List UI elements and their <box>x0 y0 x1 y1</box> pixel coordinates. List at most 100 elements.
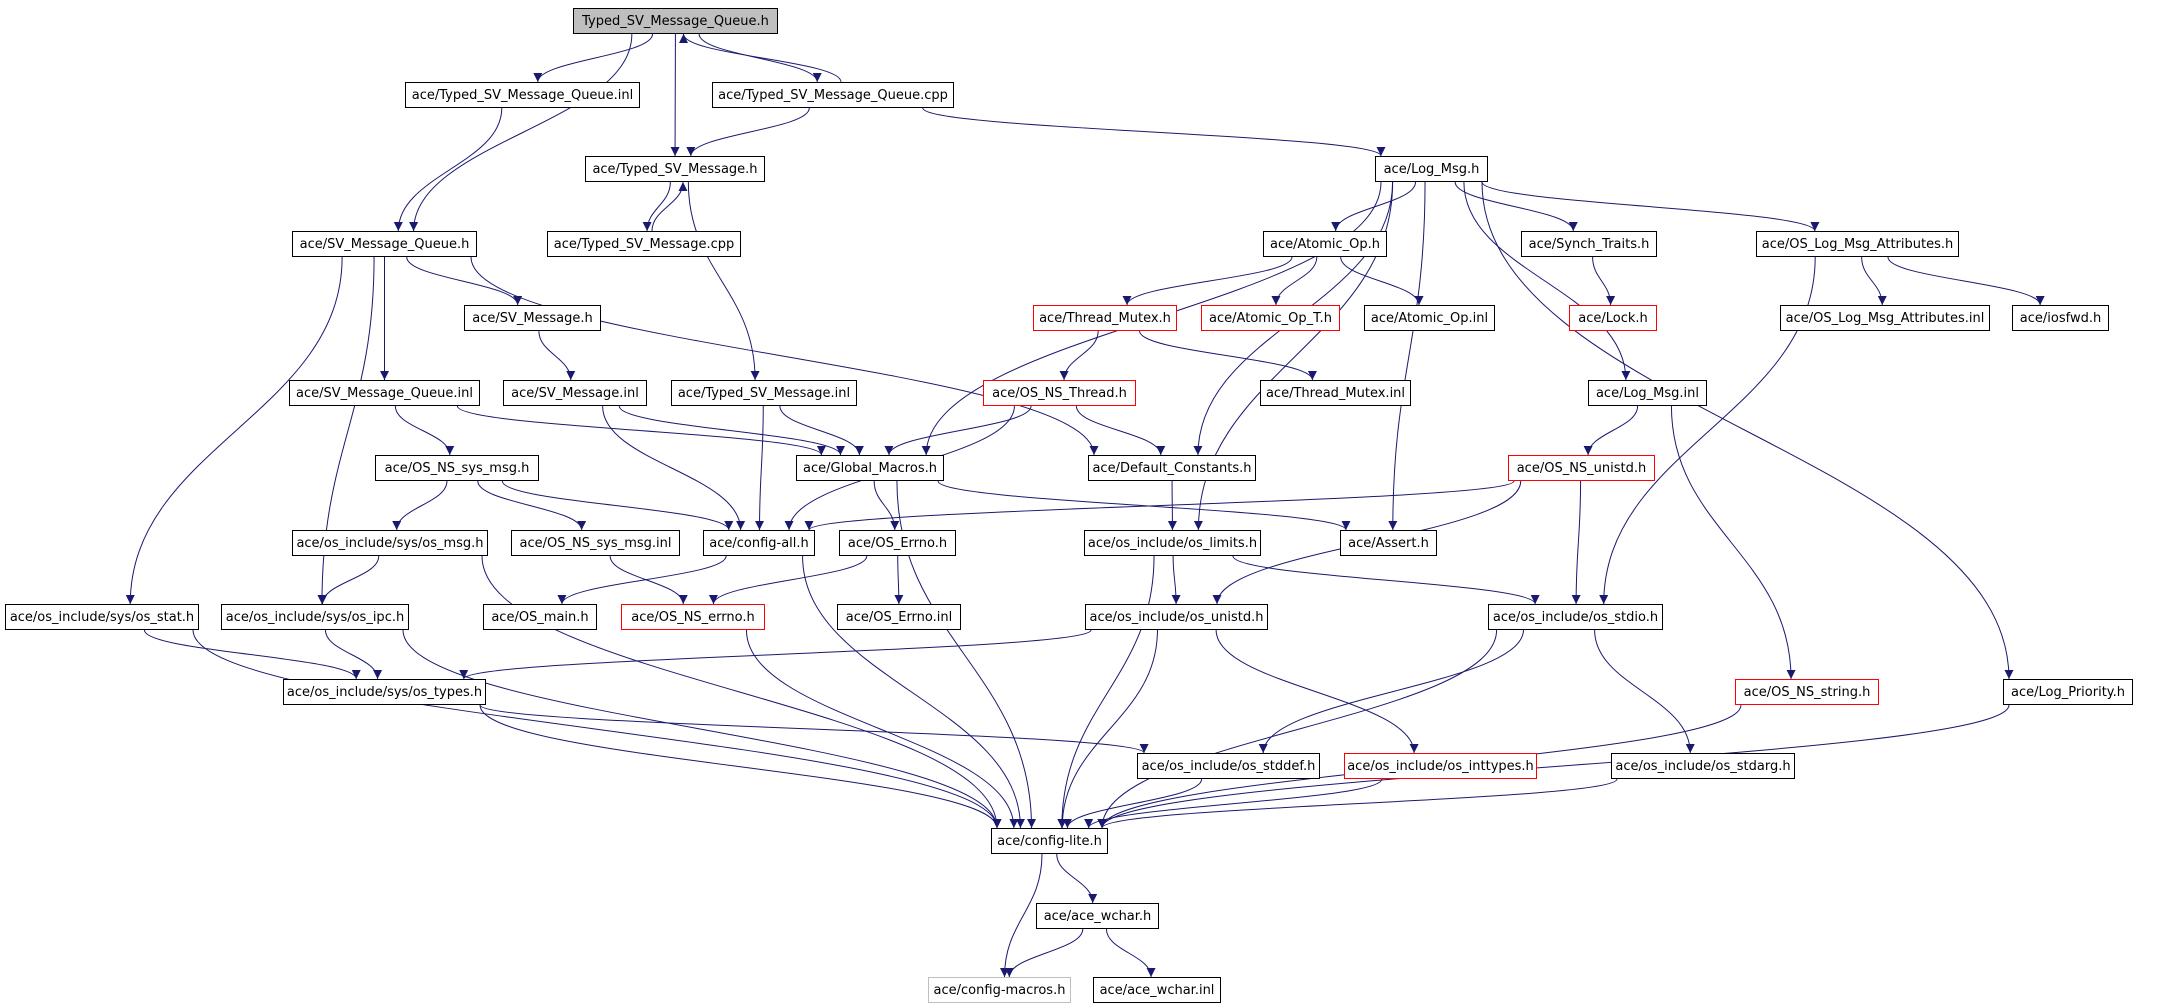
graph-node-typed-sv-message-queue-h[interactable]: Typed_SV_Message_Queue.h <box>573 8 778 34</box>
graph-node-label: ace/Synch_Traits.h <box>1528 236 1650 252</box>
graph-node-label: ace/iosfwd.h <box>2019 310 2102 326</box>
dependency-edge <box>602 405 746 531</box>
graph-node-ace-sv-message-inl[interactable]: ace/SV_Message.inl <box>503 380 647 406</box>
graph-node-ace-os-ns-errno-h[interactable]: ace/OS_NS_errno.h <box>621 604 765 630</box>
graph-node-ace-sv-message-queue-inl[interactable]: ace/SV_Message_Queue.inl <box>289 380 480 406</box>
dependency-edge <box>1271 256 1318 306</box>
graph-node-ace-ace-wchar-h[interactable]: ace/ace_wchar.h <box>1036 903 1159 929</box>
graph-node-ace-os-errno-inl[interactable]: ace/OS_Errno.inl <box>837 604 961 630</box>
graph-node-ace-typed-sv-message-cpp[interactable]: ace/Typed_SV_Message.cpp <box>547 231 741 257</box>
graph-node-label: ace/os_include/os_stddef.h <box>1141 758 1316 774</box>
graph-node-label: ace/OS_NS_Thread.h <box>992 385 1127 401</box>
graph-node-label: ace/OS_NS_errno.h <box>631 609 755 625</box>
dependency-edge <box>1097 629 1498 829</box>
graph-node-ace-default-constants-h[interactable]: ace/Default_Constants.h <box>1088 455 1256 481</box>
graph-node-ace-os-ns-string-h[interactable]: ace/OS_NS_string.h <box>1735 679 1879 705</box>
graph-node-label: ace/OS_Errno.inl <box>845 609 953 625</box>
graph-node-ace-ace-wchar-inl[interactable]: ace/ace_wchar.inl <box>1093 977 1221 1003</box>
graph-node-ace-os-include-os-unistd-h[interactable]: ace/os_include/os_unistd.h <box>1085 604 1268 630</box>
graph-node-ace-global-macros-h[interactable]: ace/Global_Macros.h <box>796 455 944 481</box>
dependency-edge <box>1258 629 1524 754</box>
dependency-edge <box>1670 405 1796 680</box>
graph-node-label: ace/Thread_Mutex.inl <box>1265 385 1406 401</box>
graph-node-ace-atomic-op-inl[interactable]: ace/Atomic_Op.inl <box>1364 305 1495 331</box>
graph-node-ace-log-msg-h[interactable]: ace/Log_Msg.h <box>1375 156 1488 182</box>
dependency-edge <box>125 256 343 605</box>
graph-node-label: ace/OS_NS_sys_msg.inl <box>519 535 672 551</box>
graph-node-label: ace/os_include/os_unistd.h <box>1089 609 1264 625</box>
dependency-edge <box>1057 629 1158 829</box>
graph-node-ace-os-ns-unistd-h[interactable]: ace/OS_NS_unistd.h <box>1508 455 1655 481</box>
dependency-edge <box>618 405 845 456</box>
graph-node-ace-os-log-msg-attributes-inl[interactable]: ace/OS_Log_Msg_Attributes.inl <box>1780 305 1990 331</box>
graph-node-label: ace/Typed_SV_Message_Queue.cpp <box>718 87 948 103</box>
graph-node-label: ace/SV_Message_Queue.inl <box>296 385 473 401</box>
dependency-edge <box>804 480 1515 531</box>
graph-node-label: ace/OS_Log_Msg_Attributes.inl <box>1785 310 1985 326</box>
dependency-edge <box>501 480 734 531</box>
graph-node-ace-os-include-os-stddef-h[interactable]: ace/os_include/os_stddef.h <box>1137 753 1320 779</box>
dependency-edge <box>393 107 503 232</box>
graph-node-ace-os-main-h[interactable]: ace/OS_main.h <box>483 604 597 630</box>
dependency-edge <box>679 33 842 83</box>
graph-node-ace-log-priority-h[interactable]: ace/Log_Priority.h <box>2003 679 2133 705</box>
graph-node-ace-sv-message-h[interactable]: ace/SV_Message.h <box>464 305 601 331</box>
graph-node-label: ace/Typed_SV_Message.cpp <box>553 236 735 252</box>
graph-node-label: ace/OS_Errno.h <box>847 535 948 551</box>
graph-node-ace-os-include-os-limits-h[interactable]: ace/os_include/os_limits.h <box>1084 530 1261 556</box>
graph-node-label: ace/os_include/os_stdio.h <box>1492 609 1659 625</box>
graph-node-ace-thread-mutex-h[interactable]: ace/Thread_Mutex.h <box>1033 305 1177 331</box>
graph-node-ace-sv-message-queue-h[interactable]: ace/SV_Message_Queue.h <box>292 231 477 257</box>
graph-node-label: ace/os_include/sys/os_types.h <box>286 684 483 700</box>
graph-node-ace-os-include-sys-os-types-h[interactable]: ace/os_include/sys/os_types.h <box>283 679 486 705</box>
graph-node-ace-os-include-sys-os-ipc-h[interactable]: ace/os_include/sys/os_ipc.h <box>221 604 409 630</box>
graph-node-ace-synch-traits-h[interactable]: ace/Synch_Traits.h <box>1521 231 1657 257</box>
graph-node-ace-os-include-os-stdio-h[interactable]: ace/os_include/os_stdio.h <box>1488 604 1663 630</box>
graph-node-ace-atomic-op-h[interactable]: ace/Atomic_Op.h <box>1263 231 1387 257</box>
dependency-edge <box>1861 256 1887 306</box>
graph-node-ace-os-ns-sys-msg-h[interactable]: ace/OS_NS_sys_msg.h <box>375 455 539 481</box>
dependency-edge <box>873 480 900 531</box>
graph-node-ace-log-msg-inl[interactable]: ace/Log_Msg.inl <box>1588 380 1707 406</box>
dependency-edge <box>686 107 810 157</box>
graph-node-ace-os-include-os-inttypes-h[interactable]: ace/os_include/os_inttypes.h <box>1344 753 1537 779</box>
graph-node-ace-config-lite-h[interactable]: ace/config-lite.h <box>991 828 1108 854</box>
graph-node-label: ace/Typed_SV_Message_Queue.inl <box>411 87 634 103</box>
dependency-edge <box>1571 480 1582 605</box>
graph-node-label: ace/ace_wchar.inl <box>1099 982 1215 998</box>
dependency-edge <box>709 555 868 605</box>
graph-node-ace-lock-h[interactable]: ace/Lock.h <box>1569 305 1657 331</box>
graph-node-label: ace/Atomic_Op.inl <box>1370 310 1489 326</box>
graph-node-label: ace/os_include/sys/os_ipc.h <box>225 609 405 625</box>
graph-node-label: ace/SV_Message.inl <box>511 385 639 401</box>
graph-node-ace-config-macros-h[interactable]: ace/config-macros.h <box>928 977 1071 1003</box>
dependency-edge <box>1331 181 1417 232</box>
graph-node-ace-typed-sv-message-queue-cpp[interactable]: ace/Typed_SV_Message_Queue.cpp <box>712 82 954 108</box>
graph-node-label: ace/config-lite.h <box>997 833 1102 849</box>
dependency-edge <box>1592 256 1616 306</box>
graph-node-ace-os-include-os-stdarg-h[interactable]: ace/os_include/os_stdarg.h <box>1611 753 1795 779</box>
graph-node-label: ace/Thread_Mutex.h <box>1039 310 1171 326</box>
graph-node-ace-os-include-sys-os-msg-h[interactable]: ace/os_include/sys/os_msg.h <box>292 530 488 556</box>
graph-node-ace-config-all-h[interactable]: ace/config-all.h <box>703 530 815 556</box>
graph-node-ace-thread-mutex-inl[interactable]: ace/Thread_Mutex.inl <box>1260 380 1411 406</box>
graph-node-ace-typed-sv-message-h[interactable]: ace/Typed_SV_Message.h <box>585 156 765 182</box>
dependency-edge <box>745 629 1019 829</box>
dependency-edge <box>642 181 671 232</box>
graph-node-ace-atomic-op-t-h[interactable]: ace/Atomic_Op_T.h <box>1201 305 1340 331</box>
graph-node-ace-assert-h[interactable]: ace/Assert.h <box>1340 530 1437 556</box>
graph-node-ace-os-log-msg-attributes-h[interactable]: ace/OS_Log_Msg_Attributes.h <box>1756 231 1959 257</box>
graph-node-ace-os-ns-sys-msg-inl[interactable]: ace/OS_NS_sys_msg.inl <box>511 530 680 556</box>
graph-node-ace-typed-sv-message-inl[interactable]: ace/Typed_SV_Message.inl <box>671 380 857 406</box>
graph-node-label: ace/os_include/sys/os_stat.h <box>9 609 195 625</box>
graph-node-ace-typed-sv-message-queue-inl[interactable]: ace/Typed_SV_Message_Queue.inl <box>405 82 640 108</box>
graph-node-ace-iosfwd-h[interactable]: ace/iosfwd.h <box>2012 305 2109 331</box>
graph-node-label: ace/SV_Message_Queue.h <box>299 236 470 252</box>
dependency-edge <box>477 480 587 531</box>
graph-node-label: ace/OS_NS_sys_msg.h <box>384 460 530 476</box>
graph-node-ace-os-include-sys-os-stat-h[interactable]: ace/os_include/sys/os_stat.h <box>5 604 199 630</box>
graph-node-ace-os-errno-h[interactable]: ace/OS_Errno.h <box>839 530 956 556</box>
graph-node-ace-os-ns-thread-h[interactable]: ace/OS_NS_Thread.h <box>983 380 1136 406</box>
